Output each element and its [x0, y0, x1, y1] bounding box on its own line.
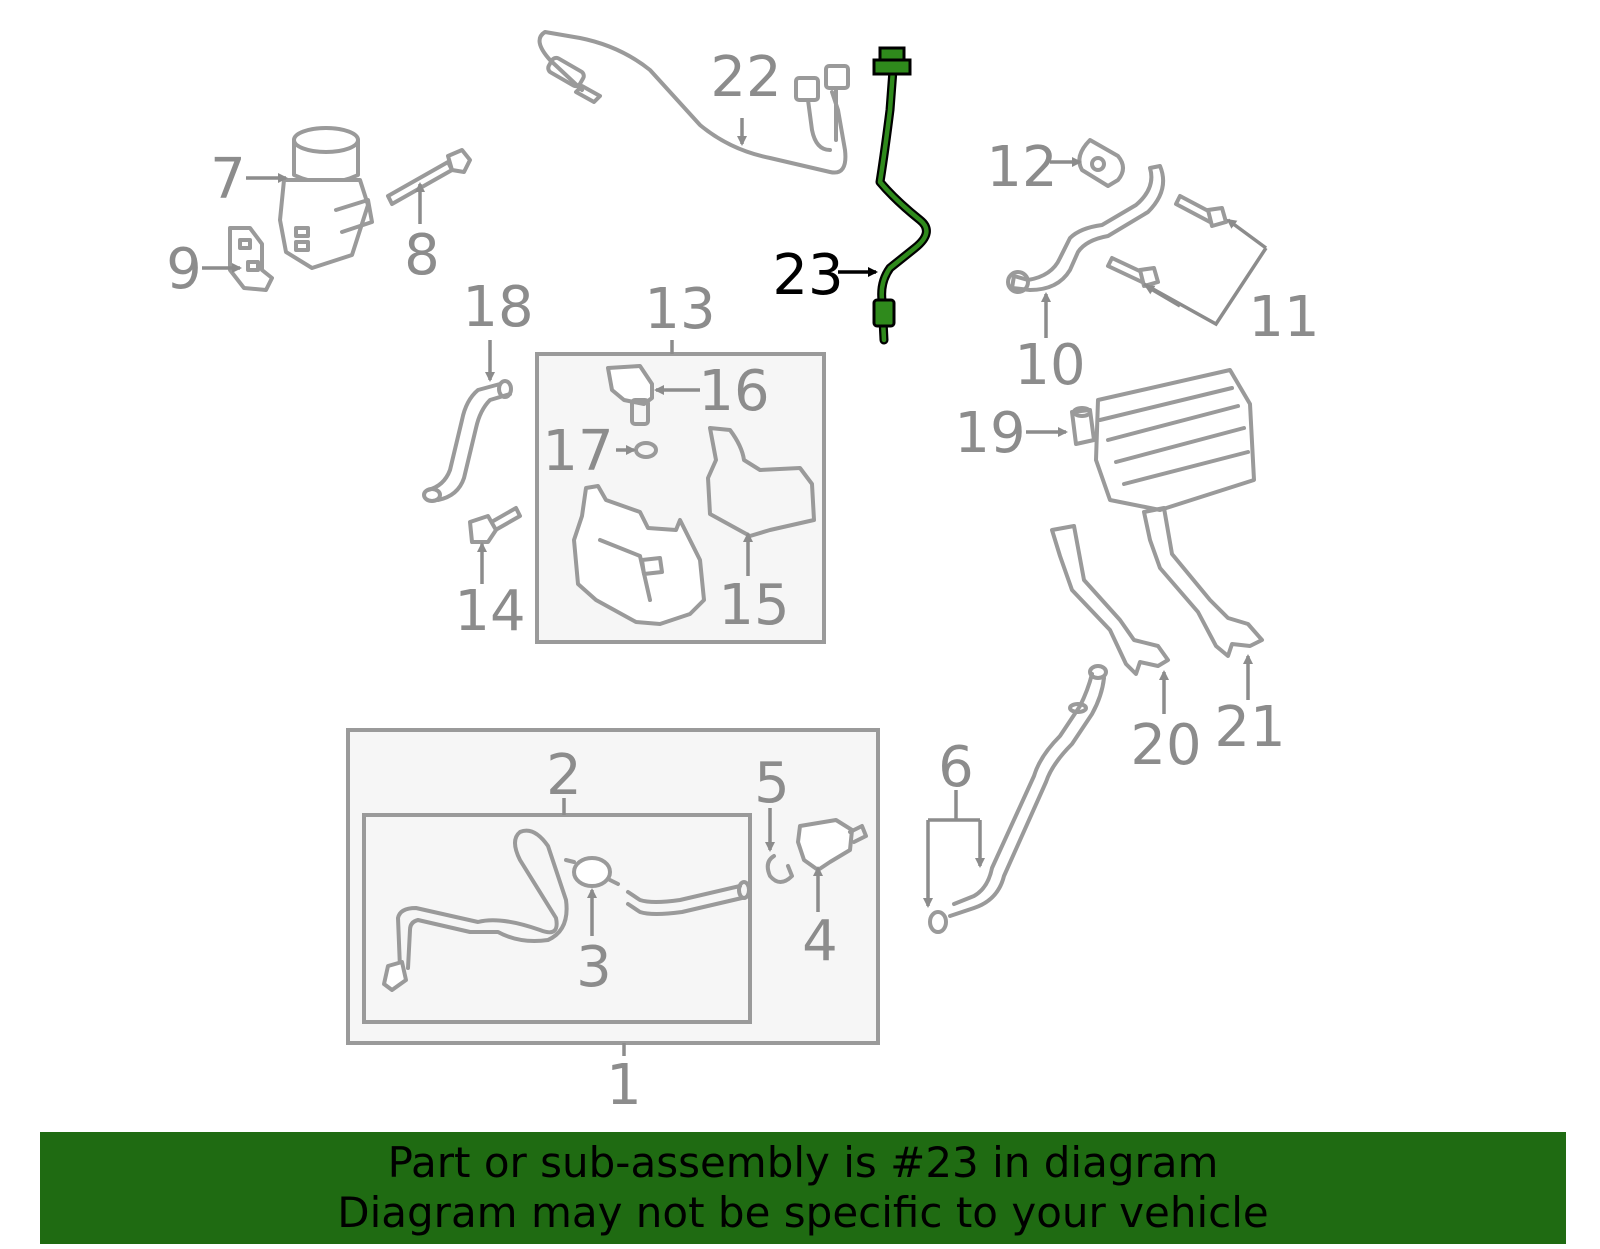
label-18: 18 [462, 275, 533, 340]
banner-line-2: Diagram may not be specific to your vehi… [337, 1188, 1269, 1237]
part-6-hose[interactable] [928, 664, 1108, 934]
label-1: 1 [606, 1053, 642, 1118]
part-14-bolt[interactable] [468, 506, 522, 544]
label-8: 8 [404, 223, 440, 288]
part-21-bracket[interactable] [1142, 506, 1264, 658]
label-17: 17 [542, 419, 613, 484]
label-9: 9 [166, 237, 202, 302]
label-4: 4 [802, 909, 838, 974]
part-17-o-ring[interactable] [634, 441, 658, 459]
part-18-hose[interactable] [422, 379, 513, 503]
part-12-gasket[interactable] [1077, 138, 1125, 188]
part-19-canister[interactable] [1070, 368, 1256, 512]
label-22: 22 [710, 45, 781, 110]
part-7-valve[interactable] [278, 126, 374, 270]
part-3-valve[interactable] [564, 856, 751, 916]
part-5-clip[interactable] [765, 854, 794, 884]
label-6: 6 [938, 735, 974, 800]
label-12: 12 [986, 135, 1057, 200]
label-10: 10 [1014, 333, 1085, 398]
label-19: 19 [954, 401, 1025, 466]
label-3: 3 [576, 935, 612, 1000]
part-22-oxygen-sensor[interactable] [537, 30, 850, 175]
label-23: 23 [772, 243, 843, 308]
label-2: 2 [546, 743, 582, 808]
banner-line-1: Part or sub-assembly is #23 in diagram [387, 1138, 1219, 1187]
part-8-bolt[interactable] [386, 148, 472, 206]
part-10-tube[interactable] [1006, 164, 1165, 294]
label-13: 13 [644, 277, 715, 342]
part-2-hose[interactable] [382, 828, 569, 992]
part-20-bracket[interactable] [1050, 524, 1170, 676]
label-16: 16 [698, 359, 769, 424]
label-7: 7 [210, 147, 246, 212]
part-23-oxygen-sensor-highlighted[interactable] [872, 46, 931, 345]
part-11-bolts[interactable] [1106, 194, 1228, 288]
label-11: 11 [1248, 285, 1319, 350]
label-5: 5 [754, 751, 790, 816]
part-13-housing[interactable] [572, 484, 706, 626]
info-banner: Part or sub-assembly is #23 in diagram D… [40, 1132, 1566, 1244]
part-4-solenoid[interactable] [796, 818, 868, 872]
label-15: 15 [718, 573, 789, 638]
part-9-bracket[interactable] [228, 226, 274, 292]
label-14: 14 [454, 579, 525, 644]
label-21: 21 [1214, 695, 1285, 760]
part-15-gasket[interactable] [706, 426, 816, 538]
label-20: 20 [1130, 713, 1201, 778]
part-16-connector[interactable] [606, 364, 654, 426]
